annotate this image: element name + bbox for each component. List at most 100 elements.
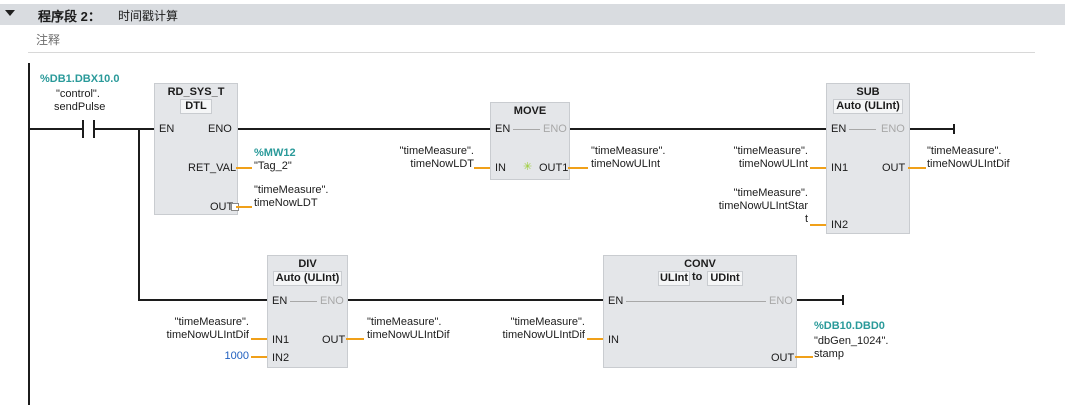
conv-out: OUT [771, 352, 795, 364]
sub-in2-operand-line1[interactable]: "timeMeasure". [733, 187, 808, 199]
div-datatype[interactable]: Auto (ULInt) [273, 271, 342, 286]
wire-sub-out [908, 167, 926, 169]
conv-en: EN [608, 295, 624, 307]
conv-in: IN [608, 334, 619, 346]
rd-out-operand-line1[interactable]: "timeMeasure". [254, 184, 329, 196]
conv-out-address[interactable]: %DB10.DBD0 [814, 320, 885, 332]
wire-sub-end [908, 128, 954, 130]
wire-sub-end-tick [953, 124, 955, 134]
wire-move-in [474, 167, 490, 169]
conv-eno: ENO [769, 295, 793, 307]
conv-to-word: to [692, 271, 703, 283]
sub-block[interactable]: SUB Auto (ULInt) EN ENO IN1 OUT IN2 [826, 83, 910, 234]
move-eno: ENO [543, 123, 567, 135]
rd-sys-t-title: RD_SYS_T [167, 86, 225, 98]
div-en-eno-line [290, 301, 317, 302]
network-subtitle[interactable]: 时间戳计算 [118, 9, 179, 23]
div-en: EN [272, 295, 288, 307]
contact-operand-line2[interactable]: sendPulse [54, 101, 106, 113]
move-block[interactable]: MOVE EN ENO IN ✳ OUT1 [490, 102, 570, 180]
wire-div-in1 [251, 338, 267, 340]
div-out: OUT [322, 334, 346, 346]
div-out-operand-line1[interactable]: "timeMeasure". [367, 316, 442, 328]
wire-branch-div [138, 299, 268, 301]
wire-conv-in [587, 338, 603, 340]
sub-out-operand-line1[interactable]: "timeMeasure". [927, 145, 1002, 157]
contact-address[interactable]: %DB1.DBX10.0 [40, 73, 120, 85]
move-title: MOVE [513, 105, 547, 117]
wire-conv-end [795, 299, 843, 301]
rd-out-operand-line2[interactable]: timeNowLDT [254, 197, 318, 209]
move-in-operand-line2[interactable]: timeNowLDT [410, 158, 474, 170]
move-out-operand-line2[interactable]: timeNowULInt [591, 158, 661, 170]
wire-branch-vertical [138, 128, 140, 300]
power-rail [28, 63, 30, 405]
wire-contact-rdsyst [95, 128, 155, 130]
comment-separator [28, 52, 1035, 53]
wire-div-conv [346, 299, 604, 301]
conv-title: CONV [684, 258, 716, 270]
network-comment[interactable]: 注释 [36, 33, 61, 47]
wire-sub-in1 [810, 167, 826, 169]
sub-eno: ENO [881, 123, 905, 135]
conv-from-type[interactable]: ULInt [658, 271, 690, 286]
contact-nc[interactable] [82, 120, 95, 138]
move-en: EN [495, 123, 511, 135]
div-block[interactable]: DIV Auto (ULInt) EN ENO IN1 OUT IN2 [267, 255, 348, 368]
conv-to-type[interactable]: UDInt [707, 271, 743, 286]
div-in2-constant[interactable]: 1000 [224, 350, 249, 362]
rd-sys-t-out: OUT [210, 201, 234, 213]
sub-datatype[interactable]: Auto (ULInt) [833, 99, 903, 114]
sub-in1: IN1 [831, 162, 849, 174]
wire-rail-contact [30, 128, 82, 130]
rd-sys-t-datatype[interactable]: DTL [180, 99, 212, 114]
contact-left-bar [82, 120, 84, 138]
sub-in1-operand-line1[interactable]: "timeMeasure". [733, 145, 808, 157]
wire-div-out [346, 338, 364, 340]
move-out-operand-line1[interactable]: "timeMeasure". [591, 145, 666, 157]
move-out1: OUT1 [539, 162, 569, 174]
conv-out-operand-line1[interactable]: "dbGen_1024". [814, 335, 889, 347]
wire-div-in2 [251, 356, 267, 358]
div-in1: IN1 [272, 334, 290, 346]
ret-val-operand[interactable]: "Tag_2" [254, 160, 292, 172]
contact-operand-line1[interactable]: "control". [56, 88, 100, 100]
move-in: IN [495, 162, 506, 174]
rd-sys-t-eno: ENO [208, 123, 232, 135]
conv-block[interactable]: CONV ULInt to UDInt EN ENO IN OUT [603, 255, 797, 368]
rd-sys-t-block[interactable]: RD_SYS_T DTL EN ENO RET_VAL OUT [154, 83, 239, 215]
collapse-arrow-icon[interactable] [5, 10, 15, 16]
div-out-operand-line2[interactable]: timeNowULIntDif [367, 329, 450, 341]
sub-en: EN [831, 123, 847, 135]
ret-val-address[interactable]: %MW12 [254, 147, 296, 159]
sub-in2-operand-line3[interactable]: t [804, 213, 808, 225]
network-title: 程序段 2： [38, 9, 101, 24]
conv-out-operand-line2[interactable]: stamp [814, 348, 844, 360]
div-in2: IN2 [272, 352, 290, 364]
sub-title: SUB [856, 86, 880, 98]
conv-in-operand-line2[interactable]: timeNowULIntDif [502, 329, 585, 341]
sub-in2-operand-line2[interactable]: timeNowULIntStar [718, 200, 808, 212]
wire-move-sub [568, 128, 826, 130]
div-in1-operand-line2[interactable]: timeNowULIntDif [166, 329, 249, 341]
conv-types: ULInt to UDInt [658, 271, 744, 286]
rd-sys-t-en: EN [159, 123, 175, 135]
conv-in-operand-line1[interactable]: "timeMeasure". [510, 316, 585, 328]
div-title: DIV [298, 258, 317, 270]
sub-out-operand-line2[interactable]: timeNowULIntDif [927, 158, 1010, 170]
wire-retval [236, 167, 252, 169]
sub-in1-operand-line2[interactable]: timeNowULInt [738, 158, 808, 170]
contact-right-bar [93, 120, 95, 138]
move-en-eno-line [513, 129, 540, 130]
move-in-operand-line1[interactable]: "timeMeasure". [399, 145, 474, 157]
network-header[interactable]: 程序段 2： 时间戳计算 [0, 4, 1065, 25]
rd-sys-t-retval: RET_VAL [188, 162, 237, 174]
div-in1-operand-line1[interactable]: "timeMeasure". [174, 316, 249, 328]
wire-rdsyst-out [236, 206, 252, 208]
wire-conv-end-tick [842, 295, 844, 305]
wire-sub-in2 [810, 224, 826, 226]
sub-en-eno-line [849, 129, 876, 130]
wire-rdsyst-move [236, 128, 491, 130]
div-eno: ENO [320, 295, 344, 307]
sub-in2: IN2 [831, 219, 849, 231]
